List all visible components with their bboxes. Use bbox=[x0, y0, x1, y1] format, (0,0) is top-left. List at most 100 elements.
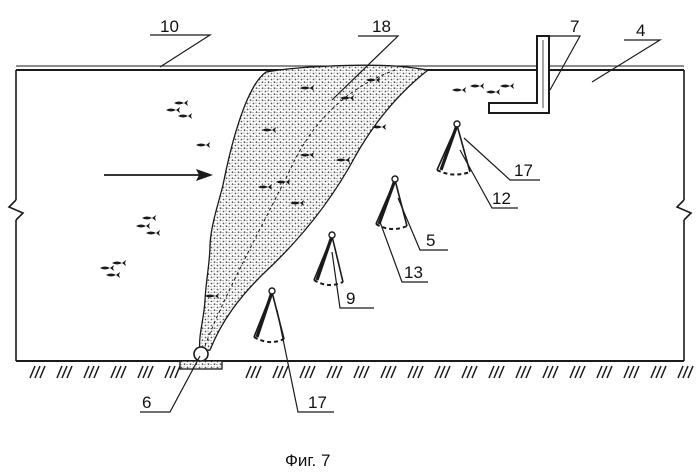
bed-hatch-stroke bbox=[57, 366, 62, 378]
bed-hatch-stroke bbox=[629, 366, 634, 378]
bed-hatch-stroke bbox=[67, 366, 72, 378]
bed-hatch-stroke bbox=[634, 366, 639, 378]
label-shield-mid: 5 bbox=[426, 231, 435, 250]
fish-icon bbox=[470, 83, 484, 89]
bed-hatch-stroke bbox=[597, 366, 602, 378]
bed-hatch-stroke bbox=[489, 366, 494, 378]
bed-hatch-stroke bbox=[570, 366, 575, 378]
bed-hatch-stroke bbox=[35, 366, 40, 378]
bed-hatch-stroke bbox=[148, 366, 153, 378]
fish-icon bbox=[500, 83, 514, 89]
arrow-right-icon bbox=[104, 169, 213, 181]
bed-hatch-stroke bbox=[143, 366, 148, 378]
nozzle-base bbox=[180, 347, 222, 369]
label-emitter-left: 17 bbox=[308, 393, 327, 412]
label-dispersion-zone: 18 bbox=[372, 17, 391, 36]
label-shield-mid-lower: 13 bbox=[404, 263, 423, 282]
left-break-symbol bbox=[9, 70, 23, 361]
bed-hatch-stroke bbox=[661, 366, 666, 378]
label-barrier-wall: 7 bbox=[570, 17, 579, 36]
bed-hatch-stroke bbox=[175, 366, 180, 378]
bed-hatch-stroke bbox=[445, 366, 450, 378]
bed-hatch-stroke bbox=[332, 366, 337, 378]
bed-hatch-stroke bbox=[543, 366, 548, 378]
bed-hatch-stroke bbox=[656, 366, 661, 378]
bed-hatch-stroke bbox=[678, 366, 683, 378]
bed-hatch-stroke bbox=[89, 366, 94, 378]
bed-hatch-stroke bbox=[84, 366, 89, 378]
bed-hatch-stroke bbox=[516, 366, 521, 378]
bed-hatch-stroke bbox=[111, 366, 116, 378]
bed-hatch-stroke bbox=[310, 366, 315, 378]
bed-hatch-stroke bbox=[526, 366, 531, 378]
bed-hatch-stroke bbox=[462, 366, 467, 378]
emitter-17-right bbox=[437, 121, 470, 175]
bed-hatch-stroke bbox=[418, 366, 423, 378]
bed-hatch-stroke bbox=[116, 366, 121, 378]
fish-icon bbox=[112, 260, 126, 266]
bed-hatch-stroke bbox=[381, 366, 386, 378]
river-bed-hatching bbox=[30, 366, 693, 378]
bed-hatch-stroke bbox=[40, 366, 45, 378]
bed-hatch-stroke bbox=[354, 366, 359, 378]
bed-hatch-stroke bbox=[553, 366, 558, 378]
bed-hatch-stroke bbox=[494, 366, 499, 378]
bed-hatch-stroke bbox=[548, 366, 553, 378]
bed-hatch-stroke bbox=[386, 366, 391, 378]
fish-icon bbox=[486, 89, 500, 95]
bed-hatch-stroke bbox=[300, 366, 305, 378]
bed-hatch-stroke bbox=[165, 366, 170, 378]
bed-hatch-stroke bbox=[607, 366, 612, 378]
bed-hatch-stroke bbox=[408, 366, 413, 378]
fish-icon bbox=[452, 87, 466, 93]
bed-hatch-stroke bbox=[94, 366, 99, 378]
bed-hatch-stroke bbox=[472, 366, 477, 378]
bed-hatch-stroke bbox=[364, 366, 369, 378]
bed-hatch-stroke bbox=[435, 366, 440, 378]
bed-hatch-stroke bbox=[283, 366, 288, 378]
bed-hatch-stroke bbox=[580, 366, 585, 378]
bed-hatch-stroke bbox=[499, 366, 504, 378]
bed-hatch-stroke bbox=[440, 366, 445, 378]
bed-hatch-stroke bbox=[251, 366, 256, 378]
bed-hatch-stroke bbox=[391, 366, 396, 378]
fish-icon bbox=[142, 215, 156, 221]
bed-hatch-stroke bbox=[651, 366, 656, 378]
label-emitter-small: 9 bbox=[346, 289, 355, 308]
bed-hatch-stroke bbox=[30, 366, 35, 378]
bed-hatch-stroke bbox=[602, 366, 607, 378]
fish-icon bbox=[178, 113, 192, 119]
bed-hatch-stroke bbox=[62, 366, 67, 378]
fish-icon bbox=[196, 142, 210, 148]
bed-hatch-stroke bbox=[575, 366, 580, 378]
bed-hatch-stroke bbox=[246, 366, 251, 378]
bed-hatch-stroke bbox=[170, 366, 175, 378]
fish-icon bbox=[146, 230, 160, 236]
bed-hatch-stroke bbox=[121, 366, 126, 378]
emitter-17-left bbox=[254, 288, 284, 342]
bed-hatch-stroke bbox=[467, 366, 472, 378]
fish-icon bbox=[100, 265, 114, 271]
dispersion-plume bbox=[200, 65, 428, 352]
label-upstream-water: 10 bbox=[160, 17, 179, 36]
fish-icon bbox=[136, 223, 150, 229]
emitter-5-13 bbox=[376, 176, 407, 229]
bed-hatch-stroke bbox=[688, 366, 693, 378]
bed-hatch-stroke bbox=[624, 366, 629, 378]
figure-caption: Фиг. 7 bbox=[285, 451, 330, 470]
right-break-symbol bbox=[677, 70, 691, 361]
label-nozzle-base: 6 bbox=[142, 393, 151, 412]
label-emitter-right: 17 bbox=[514, 161, 533, 180]
bed-hatch-stroke bbox=[327, 366, 332, 378]
bed-hatch-stroke bbox=[273, 366, 278, 378]
bed-hatch-stroke bbox=[337, 366, 342, 378]
bed-hatch-stroke bbox=[305, 366, 310, 378]
fish-icon bbox=[174, 100, 188, 106]
fish-icon bbox=[166, 107, 180, 113]
label-shield-right: 12 bbox=[492, 189, 511, 208]
barrier-wall bbox=[489, 36, 549, 113]
bed-hatch-stroke bbox=[256, 366, 261, 378]
bed-hatch-stroke bbox=[278, 366, 283, 378]
bed-hatch-stroke bbox=[359, 366, 364, 378]
